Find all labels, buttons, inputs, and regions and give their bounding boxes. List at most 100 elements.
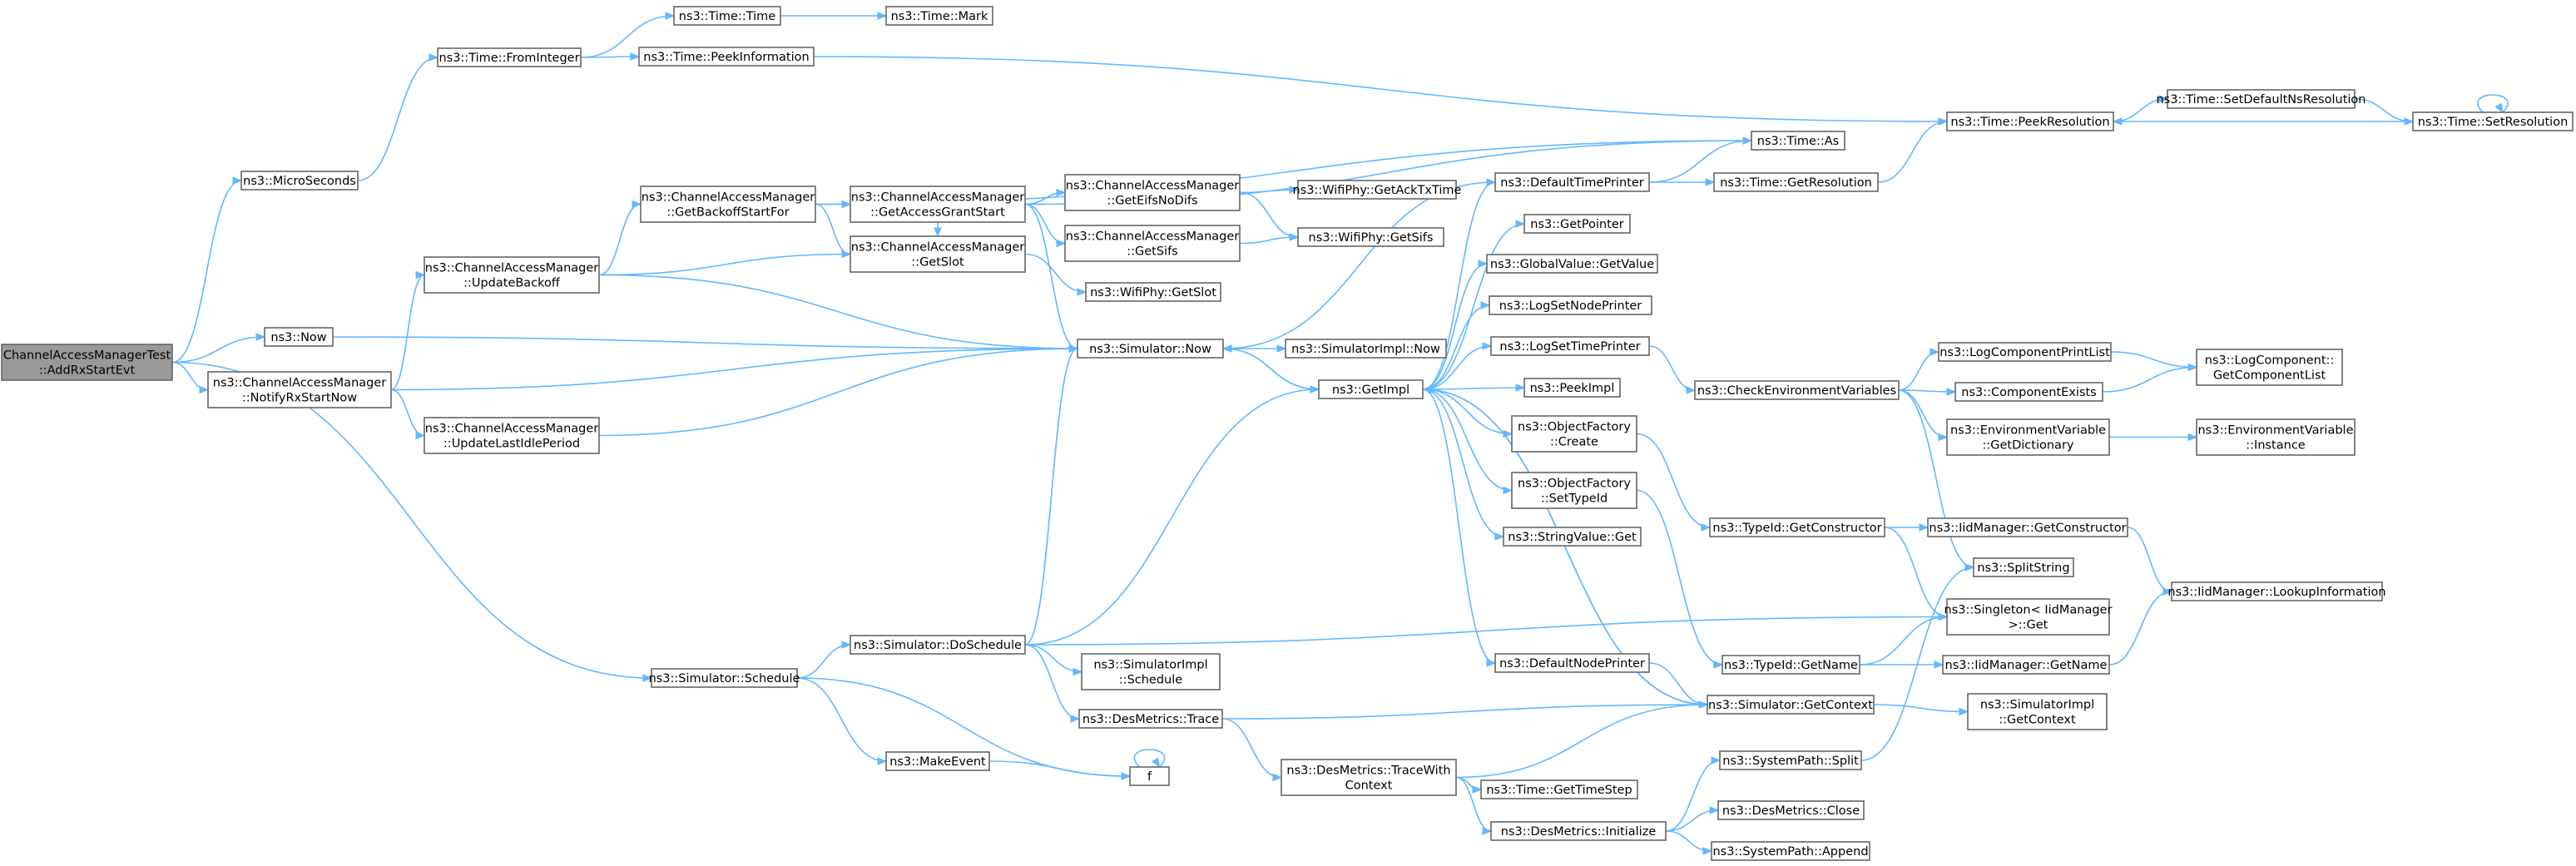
node-syspathsplit[interactable]: ns3::SystemPath::Split <box>1719 750 1862 770</box>
node-logcompprint[interactable]: ns3::LogComponentPrintList <box>1938 342 2112 362</box>
node-envgetdict[interactable]: ns3::EnvironmentVariable::GetDictionary <box>1946 418 2110 456</box>
node-wifiacktx[interactable]: ns3::WifiPhy::GetAckTxTime <box>1293 180 1462 200</box>
node-now[interactable]: ns3::Now <box>264 327 334 347</box>
edge-arrowhead <box>1934 661 1944 669</box>
node-desmetricstrace[interactable]: ns3::DesMetrics::Trace <box>1078 709 1223 729</box>
node-simimplgetcontext[interactable]: ns3::SimulatorImpl::GetContext <box>1967 693 2108 730</box>
edge-geteifs-to-wifiacktx <box>1239 186 1300 194</box>
node-updatelastidle[interactable]: ns3::ChannelAccessManager::UpdateLastIdl… <box>424 417 600 454</box>
node-peekimpl[interactable]: ns3::PeekImpl <box>1523 378 1621 398</box>
edge-arrowhead <box>1959 707 1969 716</box>
edge-arrowhead <box>1068 344 1079 353</box>
node-label: ns3::ObjectFactory <box>1518 421 1631 434</box>
node-getslot[interactable]: ns3::ChannelAccessManager::GetSlot <box>850 235 1026 273</box>
node-singletonget[interactable]: ns3::Singleton< IidManager >::Get <box>1944 598 2113 636</box>
edge-getimpl-to-defaultnodeprinter <box>1422 388 1497 667</box>
edge-arrowhead <box>1121 772 1132 780</box>
node-iidlookup[interactable]: ns3::IidManager::LookupInformation <box>2167 581 2386 601</box>
node-simgetcontext[interactable]: ns3::Simulator::GetContext <box>1707 695 1875 715</box>
node-box <box>2171 581 2383 601</box>
node-box <box>1064 225 1241 262</box>
edge-line <box>1024 348 1078 646</box>
edge-line <box>1873 704 1969 713</box>
node-box <box>240 171 359 191</box>
node-label: ns3::Time::SetDefaultNsResolution <box>2157 93 2366 106</box>
node-setres[interactable]: ns3::Time::SetResolution <box>2412 111 2574 131</box>
node-f[interactable]: f <box>1129 766 1170 786</box>
node-notifyrx[interactable]: ns3::ChannelAccessManager::NotifyRxStart… <box>207 371 392 408</box>
edge-arrowhead <box>1073 667 1083 676</box>
node-objfactorysettypeid[interactable]: ns3::ObjectFactory::SetTypeId <box>1511 472 1637 509</box>
node-envinstance[interactable]: ns3::EnvironmentVariable::Instance <box>2196 418 2356 456</box>
node-iidgetname[interactable]: ns3::IidManager::GetName <box>1942 655 2110 675</box>
node-typeidgetctor[interactable]: ns3::TypeId::GetConstructor <box>1709 517 1885 537</box>
node-getpointer[interactable]: ns3::GetPointer <box>1523 214 1631 234</box>
node-logsettime[interactable]: ns3::LogSetTimePrinter <box>1490 336 1650 356</box>
node-setdefaultns[interactable]: ns3::Time::SetDefaultNsResolution <box>2157 89 2366 109</box>
node-schedule[interactable]: ns3::Simulator::Schedule <box>649 668 800 688</box>
node-label: ns3::ChannelAccessManager <box>1066 180 1240 193</box>
node-syspathappend[interactable]: ns3::SystemPath::Append <box>1711 841 1870 861</box>
node-label: ns3::LogComponentPrintList <box>1939 346 2110 359</box>
node-timemark[interactable]: ns3::Time::Mark <box>885 6 993 26</box>
node-gettimestep[interactable]: ns3::Time::GetTimeStep <box>1480 779 1638 799</box>
edge-line <box>1222 348 1320 390</box>
node-makeevent[interactable]: ns3::MakeEvent <box>885 751 990 771</box>
node-getbackoff[interactable]: ns3::ChannelAccessManager::GetBackoffSta… <box>640 186 816 223</box>
node-wifisifs[interactable]: ns3::WifiPhy::GetSifs <box>1297 227 1444 247</box>
node-frominteger[interactable]: ns3::Time::FromInteger <box>437 47 582 67</box>
node-label: ns3::SplitString <box>1977 562 2069 575</box>
node-simimplschedule[interactable]: ns3::SimulatorImpl::Schedule <box>1081 653 1221 690</box>
node-box <box>1 344 173 381</box>
node-label: ns3::ChannelAccessManager <box>213 377 387 390</box>
edge-line <box>1636 489 1723 666</box>
node-getaccessgrant[interactable]: ns3::ChannelAccessManager::GetAccessGran… <box>850 186 1026 223</box>
edge-timetime-to-timemark <box>780 12 888 20</box>
node-typeidgetname[interactable]: ns3::TypeId::GetName <box>1721 655 1860 675</box>
edge-updatebackoff-to-simnow <box>598 274 1079 353</box>
edge-arrowhead <box>1964 563 1975 572</box>
node-timetime[interactable]: ns3::Time::Time <box>673 6 781 26</box>
node-getsifs[interactable]: ns3::ChannelAccessManager::GetSifs <box>1064 225 1241 262</box>
edge-getimpl-to-peekimpl <box>1422 384 1526 392</box>
node-geteifs[interactable]: ns3::ChannelAccessManager::GetEifsNoDifs <box>1064 174 1241 211</box>
node-microseconds[interactable]: ns3::MicroSeconds <box>240 171 359 191</box>
node-box <box>885 751 990 771</box>
node-peekres[interactable]: ns3::Time::PeekResolution <box>1946 111 2114 131</box>
node-objfactorycreate[interactable]: ns3::ObjectFactory::Create <box>1511 415 1637 453</box>
node-label: ns3::DesMetrics::Trace <box>1082 713 1219 726</box>
node-defaulttimeprinter[interactable]: ns3::DefaultTimePrinter <box>1494 172 1650 192</box>
node-desinit[interactable]: ns3::DesMetrics::Initialize <box>1490 821 1667 841</box>
node-globalvalue[interactable]: ns3::GlobalValue::GetValue <box>1486 254 1658 274</box>
node-simnow[interactable]: ns3::Simulator::Now <box>1077 339 1224 359</box>
edge-arrowhead <box>1938 612 1949 621</box>
node-box <box>1486 254 1658 274</box>
node-updatebackoff[interactable]: ns3::ChannelAccessManager::UpdateBackoff <box>424 256 600 294</box>
node-label: ns3::ComponentExists <box>1961 386 2097 399</box>
node-wifislot[interactable]: ns3::WifiPhy::GetSlot <box>1085 282 1221 302</box>
node-desclose[interactable]: ns3::DesMetrics::Close <box>1717 800 1865 820</box>
node-defaultnodeprinter[interactable]: ns3::DefaultNodePrinter <box>1494 653 1650 673</box>
edge-doschedule-to-singletonget <box>1024 612 1949 646</box>
node-label: ns3::Time::FromInteger <box>438 52 579 65</box>
edge-line <box>390 348 1078 391</box>
node-checkenv[interactable]: ns3::CheckEnvironmentVariables <box>1694 380 1900 400</box>
node-peekinfo[interactable]: ns3::Time::PeekInformation <box>638 47 815 67</box>
node-logsetnode[interactable]: ns3::LogSetNodePrinter <box>1489 295 1652 315</box>
node-doschedule[interactable]: ns3::Simulator::DoSchedule <box>850 635 1026 655</box>
node-iidgetctor[interactable]: ns3::IidManager::GetConstructor <box>1927 517 2128 537</box>
node-timegetres[interactable]: ns3::Time::GetResolution <box>1713 172 1879 192</box>
node-getimpl[interactable]: ns3::GetImpl <box>1318 379 1424 399</box>
node-compexists[interactable]: ns3::ComponentExists <box>1954 382 2103 402</box>
node-simimplnow[interactable]: ns3::SimulatorImpl::Now <box>1285 339 1447 359</box>
node-splitstring[interactable]: ns3::SplitString <box>1973 557 2074 577</box>
node-label: ns3::Simulator::Schedule <box>649 672 800 685</box>
edge-objfactorysettypeid-to-typeidgetname <box>1636 489 1724 669</box>
node-timeas[interactable]: ns3::Time::As <box>1751 131 1845 151</box>
node-stringvalueget[interactable]: ns3::StringValue::Get <box>1503 527 1642 547</box>
edge-microseconds-to-frominteger <box>357 53 439 181</box>
node-root[interactable]: ChannelAccessManagerTest::AddRxStartEvt <box>1 344 173 381</box>
node-logcompgetlist[interactable]: ns3::LogComponent::GetComponentList <box>2196 349 2343 386</box>
edge-arrowhead <box>2158 95 2169 103</box>
